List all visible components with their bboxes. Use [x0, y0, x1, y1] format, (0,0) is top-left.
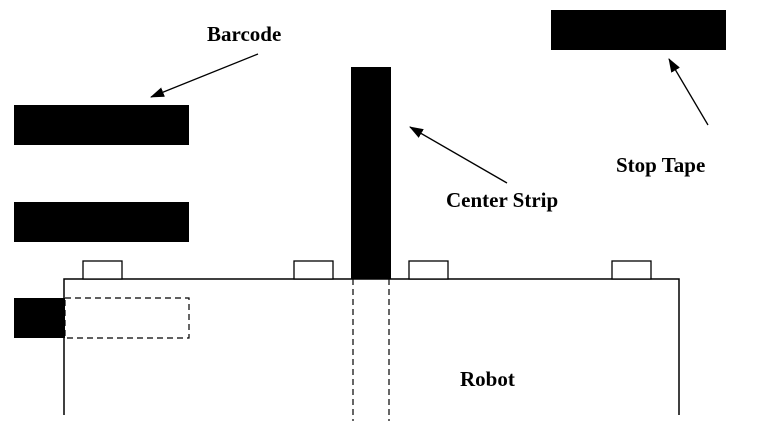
barcode-arrow [150, 53, 259, 98]
robot-label: Robot [460, 367, 515, 391]
sensor-1 [82, 260, 123, 280]
robot-body-outline [63, 278, 680, 415]
center-strip-arrow [409, 126, 508, 184]
sensor-3 [408, 260, 449, 280]
barcode-strip-hidden-outline [64, 297, 190, 339]
center-strip-label: Center Strip [446, 188, 558, 212]
barcode-label: Barcode [207, 22, 281, 46]
center-strip [351, 67, 391, 279]
stop-tape-strip [551, 10, 726, 50]
sensor-2 [293, 260, 334, 280]
barcode-strip-top [14, 105, 189, 145]
barcode-strip-middle [14, 202, 189, 242]
sensor-4 [611, 260, 652, 280]
stop-tape-arrow [668, 58, 709, 126]
barcode-strip-partial [14, 298, 65, 338]
stop-tape-label: Stop Tape [616, 153, 705, 177]
